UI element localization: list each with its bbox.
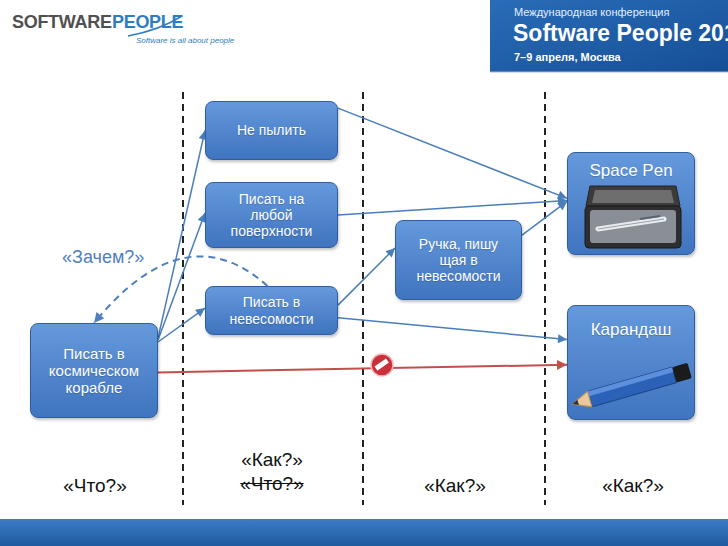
conference-date: 7–9 апреля, Москва: [514, 51, 621, 64]
column-divider: [544, 92, 546, 505]
flow-arrow: [338, 248, 395, 305]
concept-box: Писать в невесомости: [205, 286, 338, 335]
flow-arrow: [338, 318, 567, 340]
column-label: «Как?»: [202, 449, 342, 471]
concept-box: Не пылить: [205, 101, 338, 160]
concept-box: Писать на любой поверхности: [205, 182, 338, 248]
column-label: «Что?»: [202, 473, 342, 495]
rejected-arrow: [158, 365, 567, 373]
column-label: «Как?»: [385, 475, 525, 497]
logo-text: SOFTWARE: [12, 12, 112, 33]
column-label: «Как?»: [563, 475, 703, 497]
box-text: Карандаш: [591, 320, 672, 340]
header-rule: [490, 72, 728, 73]
sign-bar: [375, 359, 389, 371]
footer-bar: [0, 519, 728, 546]
box-text: Не пылить: [237, 122, 306, 138]
flow-arrow: [522, 201, 567, 235]
flow-arrow: [158, 308, 205, 342]
box-text: Писать в невесомости: [226, 294, 317, 326]
sign-circle: [371, 354, 393, 376]
conference-label: Международная конференция: [514, 6, 669, 19]
solution-box: Карандаш: [567, 305, 695, 420]
logo-text: PEOPLE: [112, 12, 183, 33]
prohibition-sign: [371, 354, 393, 376]
column-divider: [362, 92, 364, 505]
box-text: Писать в космическом корабле: [39, 345, 149, 397]
concept-box: Ручка, пишу щая в невесомости: [395, 220, 522, 300]
flow-arrow: [338, 108, 567, 198]
edge-label: «Зачем?»: [62, 247, 144, 268]
flow-arrow: [338, 200, 567, 215]
box-text: Писать на любой поверхности: [226, 191, 317, 239]
box-text: Ручка, пишу щая в невесомости: [412, 236, 505, 284]
box-text: Space Pen: [589, 161, 672, 181]
concept-box: Писать в космическом корабле: [30, 323, 158, 418]
flow-arrow: [158, 213, 205, 340]
conference-title: Software People 2011: [513, 20, 728, 46]
column-label: «Что?»: [25, 475, 165, 497]
logo-tagline: Software is all about people: [136, 36, 234, 45]
column-divider: [182, 92, 184, 505]
flow-arrow: [158, 131, 205, 339]
solution-box: Space Pen: [567, 152, 695, 255]
